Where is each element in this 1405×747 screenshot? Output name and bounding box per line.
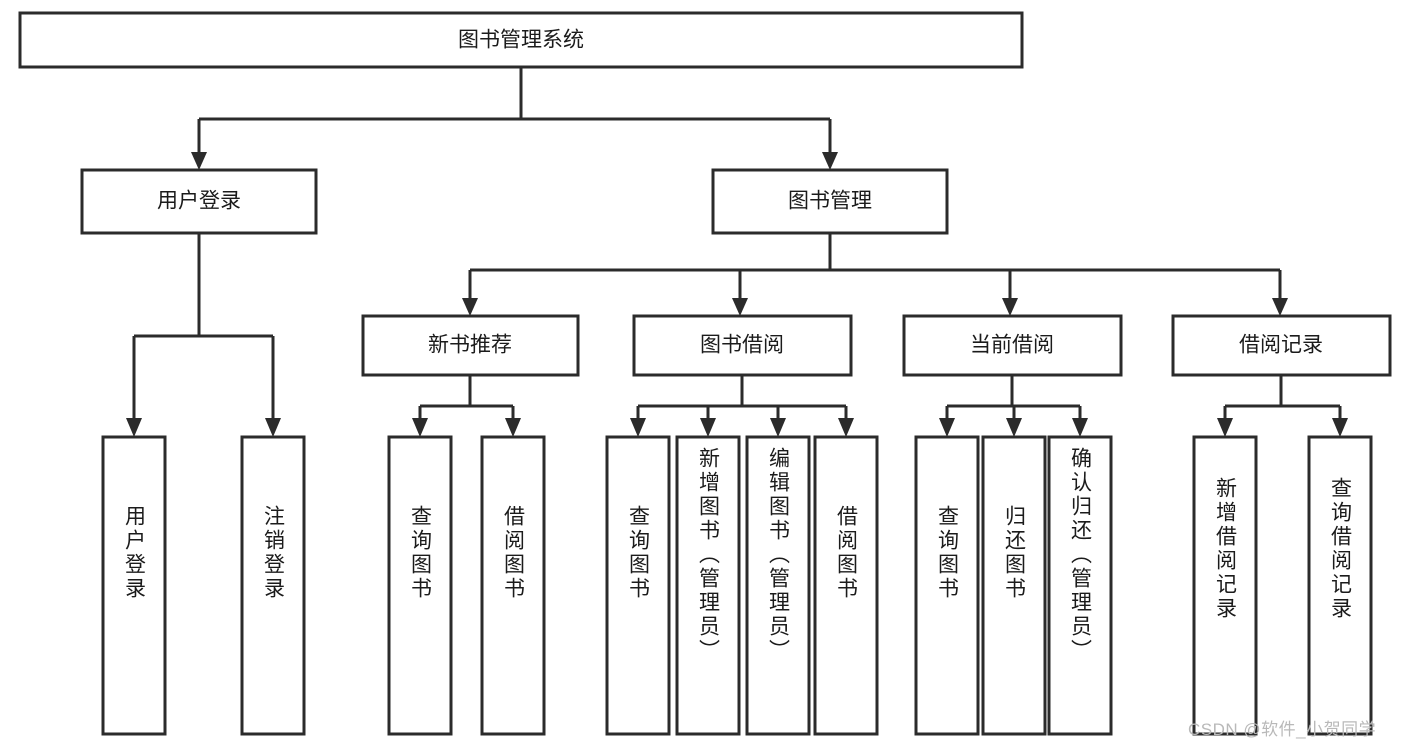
edge-group-new-book-to-leaves: [412, 375, 521, 437]
leaf-box-new-book-2[interactable]: [480, 435, 546, 736]
arrow-current-borrow-leaf-1: [939, 418, 955, 437]
arrow-book-borrow-leaf-4: [838, 418, 854, 437]
edge-group-book-mgmt-to-level3: [462, 233, 1288, 316]
leaf-box-current-borrow-2[interactable]: [981, 435, 1047, 736]
node-book-borrow[interactable]: 图书借阅: [632, 314, 853, 377]
node-new-book-recommend-box[interactable]: [361, 314, 580, 377]
arrow-borrow-record-leaf-2: [1332, 418, 1348, 437]
arrow-root-to-book-mgmt: [822, 152, 838, 170]
node-borrow-record-box[interactable]: [1171, 314, 1392, 377]
leaf-box-user-login-1[interactable]: [101, 435, 167, 736]
node-book-management-label: 图书管理: [788, 190, 872, 213]
node-current-borrow-label: 当前借阅: [970, 334, 1054, 357]
node-borrow-record[interactable]: 借阅记录: [1171, 314, 1392, 377]
arrow-new-book-leaf-2: [505, 418, 521, 437]
node-user-login-label: 用户登录: [157, 190, 241, 213]
arrow-root-to-user-login: [191, 152, 207, 170]
node-current-borrow-box[interactable]: [902, 314, 1123, 377]
leaf-box-book-borrow-2[interactable]: [675, 435, 741, 736]
leaf-box-borrow-record-1[interactable]: [1192, 435, 1258, 736]
arrow-book-mgmt-child-2: [732, 298, 748, 316]
node-book-management-box[interactable]: [711, 168, 949, 235]
arrow-current-borrow-leaf-3: [1072, 418, 1088, 437]
leaf-box-book-borrow-1[interactable]: [605, 435, 671, 736]
node-root-box[interactable]: [18, 11, 1024, 69]
node-book-borrow-box[interactable]: [632, 314, 853, 377]
arrow-book-mgmt-child-3: [1002, 298, 1018, 316]
node-user-login-box[interactable]: [80, 168, 318, 235]
edge-group-current-borrow-to-leaves: [939, 375, 1088, 437]
node-new-book-recommend-label: 新书推荐: [428, 334, 512, 357]
node-root-label: 图书管理系统: [458, 29, 584, 52]
edge-group-borrow-record-to-leaves: [1217, 375, 1348, 437]
edge-group-book-borrow-to-leaves: [630, 375, 854, 437]
node-book-borrow-label: 图书借阅: [700, 334, 784, 357]
node-borrow-record-label: 借阅记录: [1239, 334, 1323, 357]
leaf-box-book-borrow-4[interactable]: [813, 435, 879, 736]
arrow-book-borrow-leaf-3: [770, 418, 786, 437]
arrow-user-login-leaf-2: [265, 418, 281, 437]
arrow-book-borrow-leaf-2: [700, 418, 716, 437]
edge-group-root-to-level2: [191, 67, 838, 170]
leaf-box-current-borrow-3[interactable]: [1047, 435, 1113, 736]
arrow-new-book-leaf-1: [412, 418, 428, 437]
watermark: CSDN @软件_小贺同学: [1188, 720, 1377, 739]
arrow-book-borrow-leaf-1: [630, 418, 646, 437]
arrow-book-mgmt-child-4: [1272, 298, 1288, 316]
leaf-box-user-login-2[interactable]: [240, 435, 306, 736]
leaf-box-book-borrow-3[interactable]: [745, 435, 811, 736]
arrow-book-mgmt-child-1: [462, 298, 478, 316]
node-current-borrow[interactable]: 当前借阅: [902, 314, 1123, 377]
node-new-book-recommend[interactable]: 新书推荐: [361, 314, 580, 377]
leaf-box-current-borrow-1[interactable]: [914, 435, 980, 736]
edge-group-user-login-to-leaves: [126, 233, 281, 437]
arrow-current-borrow-leaf-2: [1006, 418, 1022, 437]
arrow-user-login-leaf-1: [126, 418, 142, 437]
leaf-box-borrow-record-2[interactable]: [1307, 435, 1373, 736]
leaf-box-new-book-1[interactable]: [387, 435, 453, 736]
node-root[interactable]: 图书管理系统: [18, 11, 1024, 69]
node-user-login[interactable]: 用户登录: [80, 168, 318, 235]
arrow-borrow-record-leaf-1: [1217, 418, 1233, 437]
node-book-management[interactable]: 图书管理: [711, 168, 949, 235]
